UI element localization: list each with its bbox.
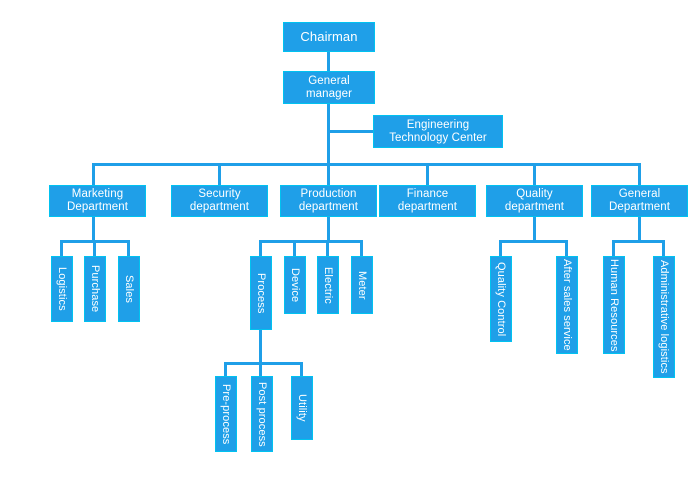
node-electric-label: Electric <box>322 266 335 304</box>
node-security-department[interactable]: Security department <box>171 185 268 217</box>
connector-process-to-pre-process <box>224 362 227 376</box>
node-after-sales-service-label: After sales service <box>561 259 574 351</box>
connector-general-department-to-administrative-logistics <box>662 240 665 256</box>
node-finance-department-label: Finance department <box>397 188 458 213</box>
connector-production-to-device <box>293 240 296 256</box>
connector-chairman-to-general-manager <box>327 52 330 71</box>
node-finance-department[interactable]: Finance department <box>379 185 476 217</box>
node-marketing-department[interactable]: Marketing Department <box>49 185 146 217</box>
node-security-department-label: Security department <box>189 188 250 213</box>
node-meter[interactable]: Meter <box>351 256 373 314</box>
node-pre-process-label: Pre-process <box>220 383 233 445</box>
connector-marketing-to-logistics <box>60 240 63 256</box>
connector-quality-bus <box>499 240 568 243</box>
connector-general-manager-stem <box>327 104 330 164</box>
node-sales-label: Sales <box>123 274 136 304</box>
node-quality-control-label: Quality Control <box>495 261 508 337</box>
node-electric[interactable]: Electric <box>317 256 339 314</box>
connector-bus-to-quality-department <box>533 163 536 185</box>
connector-production-to-meter <box>360 240 363 256</box>
node-quality-department[interactable]: Quality department <box>486 185 583 217</box>
connector-bus-to-finance-department <box>426 163 429 185</box>
node-general-department-label: General Department <box>608 188 671 213</box>
node-device-label: Device <box>289 267 302 303</box>
connector-bus-to-production-department <box>327 163 330 185</box>
connector-quality-stem <box>533 217 536 240</box>
connector-bus-to-general-department <box>638 163 641 185</box>
connector-production-to-electric <box>326 240 329 256</box>
connector-bus-to-marketing-department <box>92 163 95 185</box>
connector-bus-to-security-department <box>218 163 221 185</box>
node-human-resources-label: Human Resources <box>608 258 621 352</box>
node-process[interactable]: Process <box>250 256 272 330</box>
node-general-manager[interactable]: General manager <box>283 71 375 104</box>
node-logistics-label: Logistics <box>56 267 69 311</box>
node-post-process[interactable]: Post process <box>251 376 273 452</box>
connector-process-stem <box>259 330 262 362</box>
node-chairman[interactable]: Chairman <box>283 22 375 52</box>
node-purchase[interactable]: Purchase <box>84 256 106 322</box>
node-administrative-logistics-label: Administrative logistics <box>658 260 671 374</box>
connector-general-department-stem <box>638 217 641 240</box>
connector-general-department-bus <box>612 240 665 243</box>
node-sales[interactable]: Sales <box>118 256 140 322</box>
node-utility-label: Utility <box>296 394 309 422</box>
connector-production-to-process <box>259 240 262 256</box>
node-pre-process[interactable]: Pre-process <box>215 376 237 452</box>
node-chairman-label: Chairman <box>300 28 358 44</box>
node-utility[interactable]: Utility <box>291 376 313 440</box>
node-quality-control[interactable]: Quality Control <box>490 256 512 342</box>
node-post-process-label: Post process <box>256 381 269 447</box>
node-after-sales-service[interactable]: After sales service <box>556 256 578 354</box>
connector-general-department-to-human-resources <box>612 240 615 256</box>
node-general-department[interactable]: General Department <box>591 185 688 217</box>
connector-marketing-to-sales <box>127 240 130 256</box>
node-process-label: Process <box>255 272 268 314</box>
node-quality-department-label: Quality department <box>504 188 565 213</box>
node-device[interactable]: Device <box>284 256 306 314</box>
connector-department-bus <box>92 163 641 166</box>
node-logistics[interactable]: Logistics <box>51 256 73 322</box>
connector-process-to-utility <box>300 362 303 376</box>
connector-process-bus <box>224 362 303 365</box>
node-administrative-logistics[interactable]: Administrative logistics <box>653 256 675 378</box>
node-purchase-label: Purchase <box>89 265 102 313</box>
node-marketing-department-label: Marketing Department <box>66 188 129 213</box>
connector-marketing-stem <box>92 217 95 240</box>
node-engineering-technology-center[interactable]: Engineering Technology Center <box>373 115 503 148</box>
connector-quality-to-after-sales-service <box>565 240 568 256</box>
node-general-manager-label: General manager <box>305 74 353 100</box>
connector-marketing-to-purchase <box>93 240 96 256</box>
node-meter-label: Meter <box>356 270 369 300</box>
node-human-resources[interactable]: Human Resources <box>603 256 625 354</box>
connector-process-to-post-process <box>259 362 262 376</box>
node-production-department-label: Production department <box>298 188 359 213</box>
connector-production-stem <box>327 217 330 240</box>
connector-production-bus <box>259 240 363 243</box>
connector-quality-to-quality-control <box>499 240 502 256</box>
connector-general-manager-to-engineering-center <box>327 130 373 133</box>
node-engineering-technology-center-label: Engineering Technology Center <box>389 118 487 144</box>
node-production-department[interactable]: Production department <box>280 185 377 217</box>
